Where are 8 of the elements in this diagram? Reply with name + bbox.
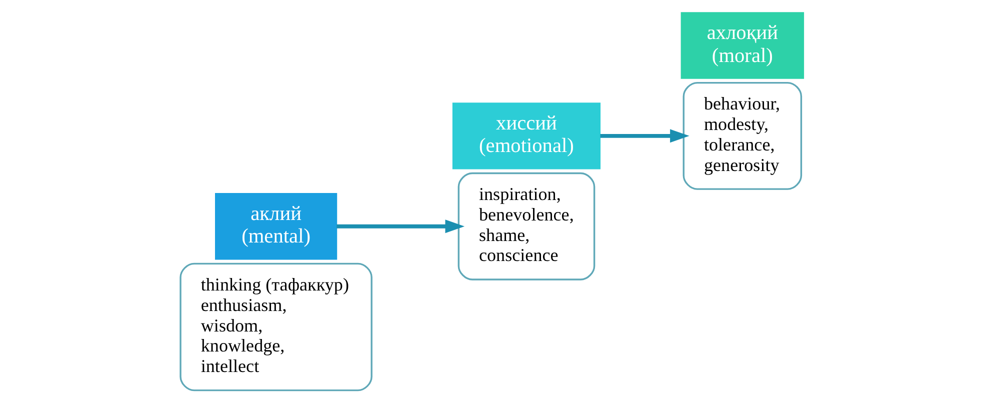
node-box: inspiration, benevolence, shame, conscience: [458, 172, 596, 280]
node-box: хиссий (emotional): [452, 102, 601, 170]
node-box: behaviour, modesty, tolerance, generosity: [682, 82, 802, 190]
node-box: thinking (тафаккур) enthusiasm, wisdom, knowledge, intellect: [180, 262, 372, 392]
node-box: ахлоқий (moral): [680, 12, 804, 79]
node-box: аклий (mental): [215, 193, 338, 260]
arrow: [600, 129, 690, 143]
arrow: [336, 220, 465, 234]
